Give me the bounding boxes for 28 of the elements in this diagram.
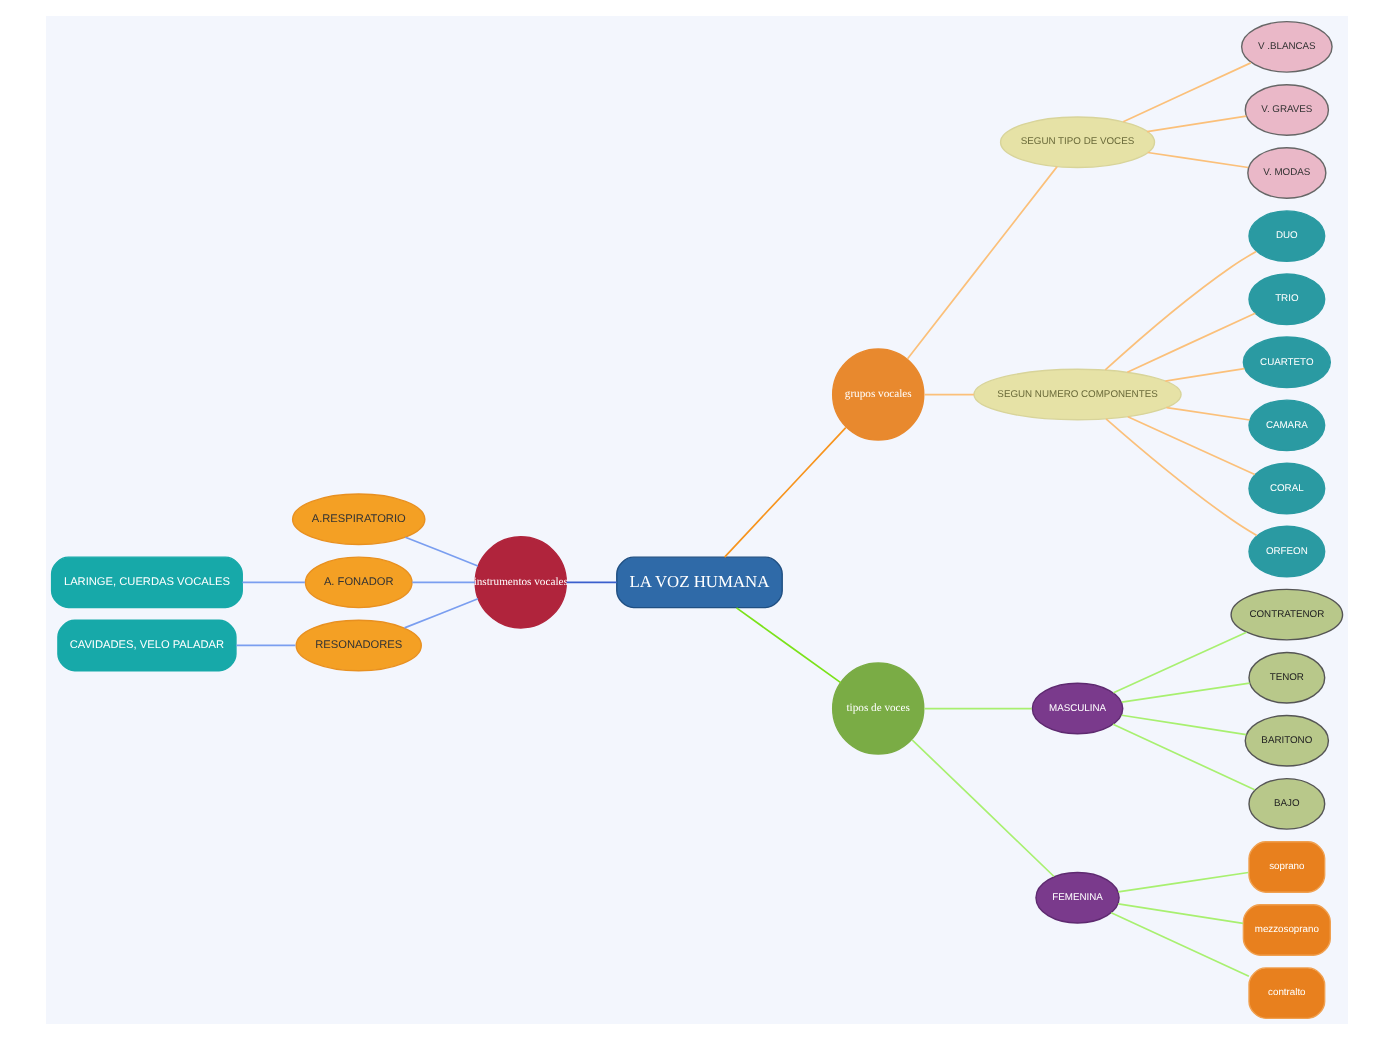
connector <box>922 393 974 396</box>
connector <box>1104 417 1257 537</box>
connector <box>403 536 478 567</box>
connector <box>1103 250 1256 371</box>
connector <box>905 165 1057 360</box>
connector <box>564 581 617 584</box>
connector <box>734 607 841 684</box>
connector <box>1125 312 1256 374</box>
connector <box>1145 151 1249 169</box>
connector <box>1119 714 1247 736</box>
connector <box>402 597 478 629</box>
connector <box>910 738 1054 878</box>
connector <box>722 426 846 558</box>
connector <box>1145 115 1247 133</box>
connector <box>1121 62 1251 123</box>
connector <box>1126 415 1255 476</box>
connector <box>1116 871 1249 893</box>
connector <box>922 707 1032 710</box>
connector <box>234 644 296 647</box>
connector <box>1116 903 1243 925</box>
connector <box>1111 631 1247 694</box>
connector <box>1164 406 1250 421</box>
connector <box>240 581 305 584</box>
connector <box>410 581 475 584</box>
connector <box>1119 682 1250 703</box>
connector <box>1163 367 1245 382</box>
connector <box>1111 723 1255 791</box>
connector <box>1109 911 1249 978</box>
